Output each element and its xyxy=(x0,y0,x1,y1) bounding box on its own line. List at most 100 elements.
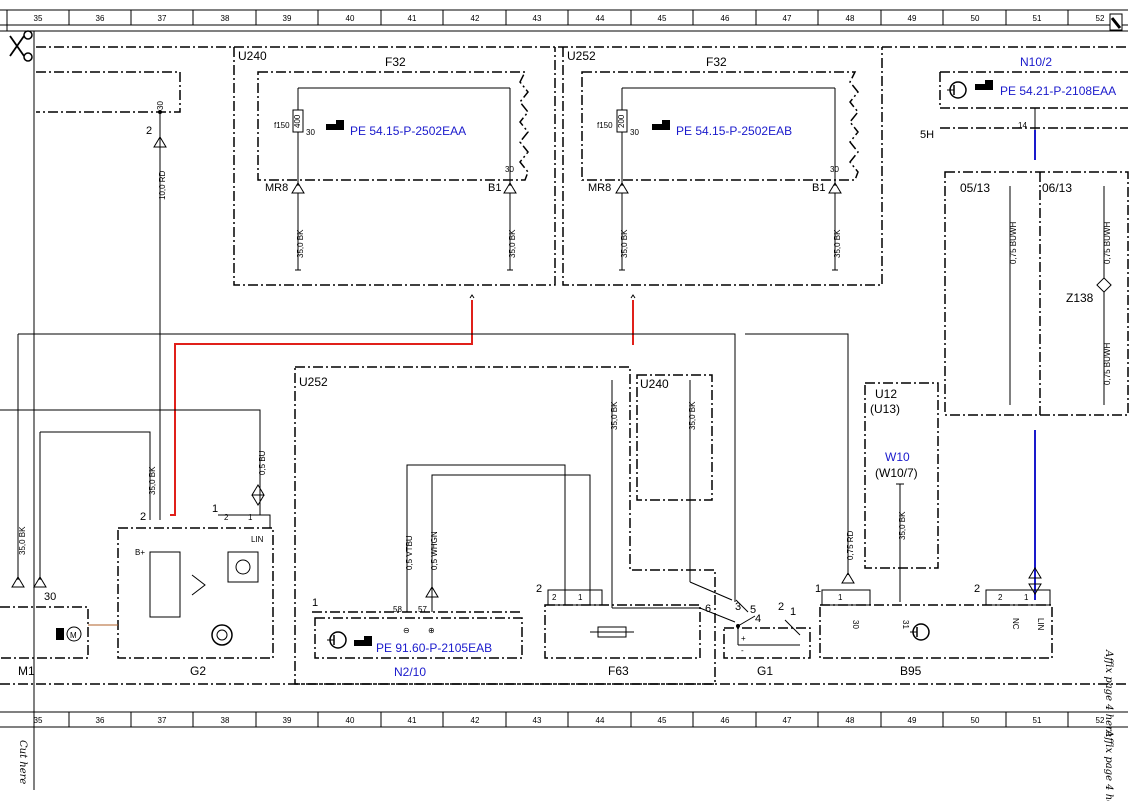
u240-wire-bk-right: 35,0 BK xyxy=(508,229,517,258)
grid-col-50-bottom: 50 xyxy=(971,716,980,725)
grid-col-49: 49 xyxy=(908,14,917,23)
n2-10-ref-link[interactable]: PE 91.60-P-2105EAB xyxy=(354,636,492,655)
left-harness-wires: 35,0 BK 35,0 BK 0,5 BU 0,75 RD xyxy=(0,333,855,602)
affix-page-text: Affix page 4 here xyxy=(1103,649,1114,737)
n2-10-ref-text[interactable]: PE 91.60-P-2105EAB xyxy=(376,641,492,655)
b95-pin-1: 1 xyxy=(815,583,821,595)
wire-buwh-05: 0,75 BUWH xyxy=(1009,222,1018,264)
f32-label: F32 xyxy=(385,55,406,69)
grid-col-52: 52 xyxy=(1096,14,1105,23)
grid-col-39-bottom: 39 xyxy=(283,716,292,725)
grid-col-49-bottom: 49 xyxy=(908,716,917,725)
f63-module: 2 2 1 F63 xyxy=(536,583,736,678)
n10-2-module: N10/2 PE 54.21-P-2108EAA 5H 14 xyxy=(920,55,1128,600)
g2-module: G2 2 1 2 1 LIN B+ xyxy=(117,484,274,678)
grid-col-36: 36 xyxy=(96,14,105,23)
rd10-connector: 30 2 10,0 RD xyxy=(146,101,167,520)
wire-bu-g2: 0,5 BU xyxy=(258,450,267,475)
grid-col-45-bottom: 45 xyxy=(658,716,667,725)
grid-col-38: 38 xyxy=(221,14,230,23)
b95-pin-1-inner: 1 xyxy=(838,593,843,602)
f63-pin-num: 2 xyxy=(536,583,542,595)
scissors-icon xyxy=(9,30,33,62)
n2-10-pin-1: 1 xyxy=(312,597,318,609)
u252-ref-link[interactable]: PE 54.15-P-2502EAB xyxy=(652,120,792,138)
grid-col-40-bottom: 40 xyxy=(346,716,355,725)
u240-ref-link[interactable]: PE 54.15-P-2502EAA xyxy=(326,120,466,138)
u252-ref-text[interactable]: PE 54.15-P-2502EAB xyxy=(676,124,792,138)
u240-pin-30: 30 xyxy=(505,165,514,174)
grid-col-35: 35 xyxy=(34,14,43,23)
u240-fuse-rating: 400 xyxy=(293,114,302,128)
u252-fuse-label: f150 xyxy=(597,121,613,130)
transistor-symbol-icon xyxy=(910,623,930,641)
u12-label: U12 xyxy=(875,387,897,401)
g1-pin-3: 3 xyxy=(735,601,741,613)
grid-col-37: 37 xyxy=(158,14,167,23)
grid-col-37-bottom: 37 xyxy=(158,716,167,725)
g1-pin-4: 4 xyxy=(755,613,761,625)
u240-top-module: U240 F32 400 f150 30 PE 54.15-P-2502EAA … xyxy=(233,47,556,286)
z138-label: Z138 xyxy=(1066,291,1094,305)
g1-label: G1 xyxy=(757,664,773,678)
grid-col-47: 47 xyxy=(783,14,792,23)
conn-06-13-label: 06/13 xyxy=(1042,181,1072,195)
pin-30-label: 30 xyxy=(156,101,165,110)
u13-label: (U13) xyxy=(870,402,900,416)
grid-col-48-bottom: 48 xyxy=(846,716,855,725)
g2-lin: LIN xyxy=(251,535,264,544)
wire-vtbu: 0,5 VTBU xyxy=(405,535,414,570)
g1-minus: - xyxy=(741,646,744,655)
u240-top-label: U240 xyxy=(238,49,267,63)
grid-col-52-bottom: 52 xyxy=(1096,716,1105,725)
m1-label: M1 xyxy=(18,664,35,678)
u252-bottom-module: U252 35,0 BK xyxy=(294,366,716,685)
grid-col-51-bottom: 51 xyxy=(1033,716,1042,725)
grid-col-41-bottom: 41 xyxy=(408,716,417,725)
n10-2-pin-14: 14 xyxy=(1018,121,1027,130)
grid-col-46: 46 xyxy=(721,14,730,23)
g2-bplus: B+ xyxy=(135,548,145,557)
pointing-hand-icon xyxy=(975,80,993,90)
u252-fuse-rating: 200 xyxy=(617,114,626,128)
g1-pin-5: 5 xyxy=(750,604,756,616)
grid-col-48: 48 xyxy=(846,14,855,23)
cut-here-text: Cut here xyxy=(17,740,28,784)
wire-rd075: 0,75 RD xyxy=(846,530,855,560)
grid-col-51: 51 xyxy=(1033,14,1042,23)
wire-bk-u252: 35,0 BK xyxy=(610,401,619,430)
b95-pin-2-inner: 2 xyxy=(998,593,1003,602)
wire-whgn: 0,5 WHGN xyxy=(430,531,439,570)
transistor-symbol-icon xyxy=(947,81,967,99)
n10-2-ref-text[interactable]: PE 54.21-P-2108EAA xyxy=(1000,84,1116,98)
b95-nc: NC xyxy=(1011,618,1020,630)
grid-col-44: 44 xyxy=(596,14,605,23)
u252-wire-bk-right: 35,0 BK xyxy=(833,229,842,258)
n2-10-minus: ⊖ xyxy=(403,626,410,635)
u252-conn-b1: B1 xyxy=(812,182,825,194)
pointing-hand-icon xyxy=(354,636,372,646)
u12-module: U12 (U13) W10 (W10/7) 35,0 BK xyxy=(864,382,939,602)
grid-col-43-bottom: 43 xyxy=(533,716,542,725)
grid-col-42-bottom: 42 xyxy=(471,716,480,725)
top-grid-ruler: 35 36 37 38 39 40 41 42 43 44 45 46 47 4… xyxy=(0,9,1128,32)
n10-2-ref-link[interactable]: PE 54.21-P-2108EAA xyxy=(975,80,1116,98)
grid-col-46-bottom: 46 xyxy=(721,716,730,725)
grid-col-50: 50 xyxy=(971,14,980,23)
grid-col-45: 45 xyxy=(658,14,667,23)
g2-pin-2: 2 xyxy=(224,513,229,522)
u240-bottom-module: U240 35,0 BK xyxy=(636,374,733,601)
red-wire-main xyxy=(170,300,473,516)
u240-fuse-label: f150 xyxy=(274,121,290,130)
u240-ref-text[interactable]: PE 54.15-P-2502EAA xyxy=(350,124,466,138)
u240-wire-bk-left: 35,0 BK xyxy=(296,229,305,258)
b95-label: B95 xyxy=(900,664,922,678)
u240-bottom-label: U240 xyxy=(640,377,669,391)
pointing-hand-icon xyxy=(326,120,344,130)
grid-col-40: 40 xyxy=(346,14,355,23)
w10-label: W10 xyxy=(885,450,910,464)
n2-10-label: N2/10 xyxy=(394,665,426,679)
pointing-hand-icon xyxy=(652,120,670,130)
u252-top-module: U252 F32 200 f150 30 PE 54.15-P-2502EAB … xyxy=(562,47,883,286)
grid-col-38-bottom: 38 xyxy=(221,716,230,725)
